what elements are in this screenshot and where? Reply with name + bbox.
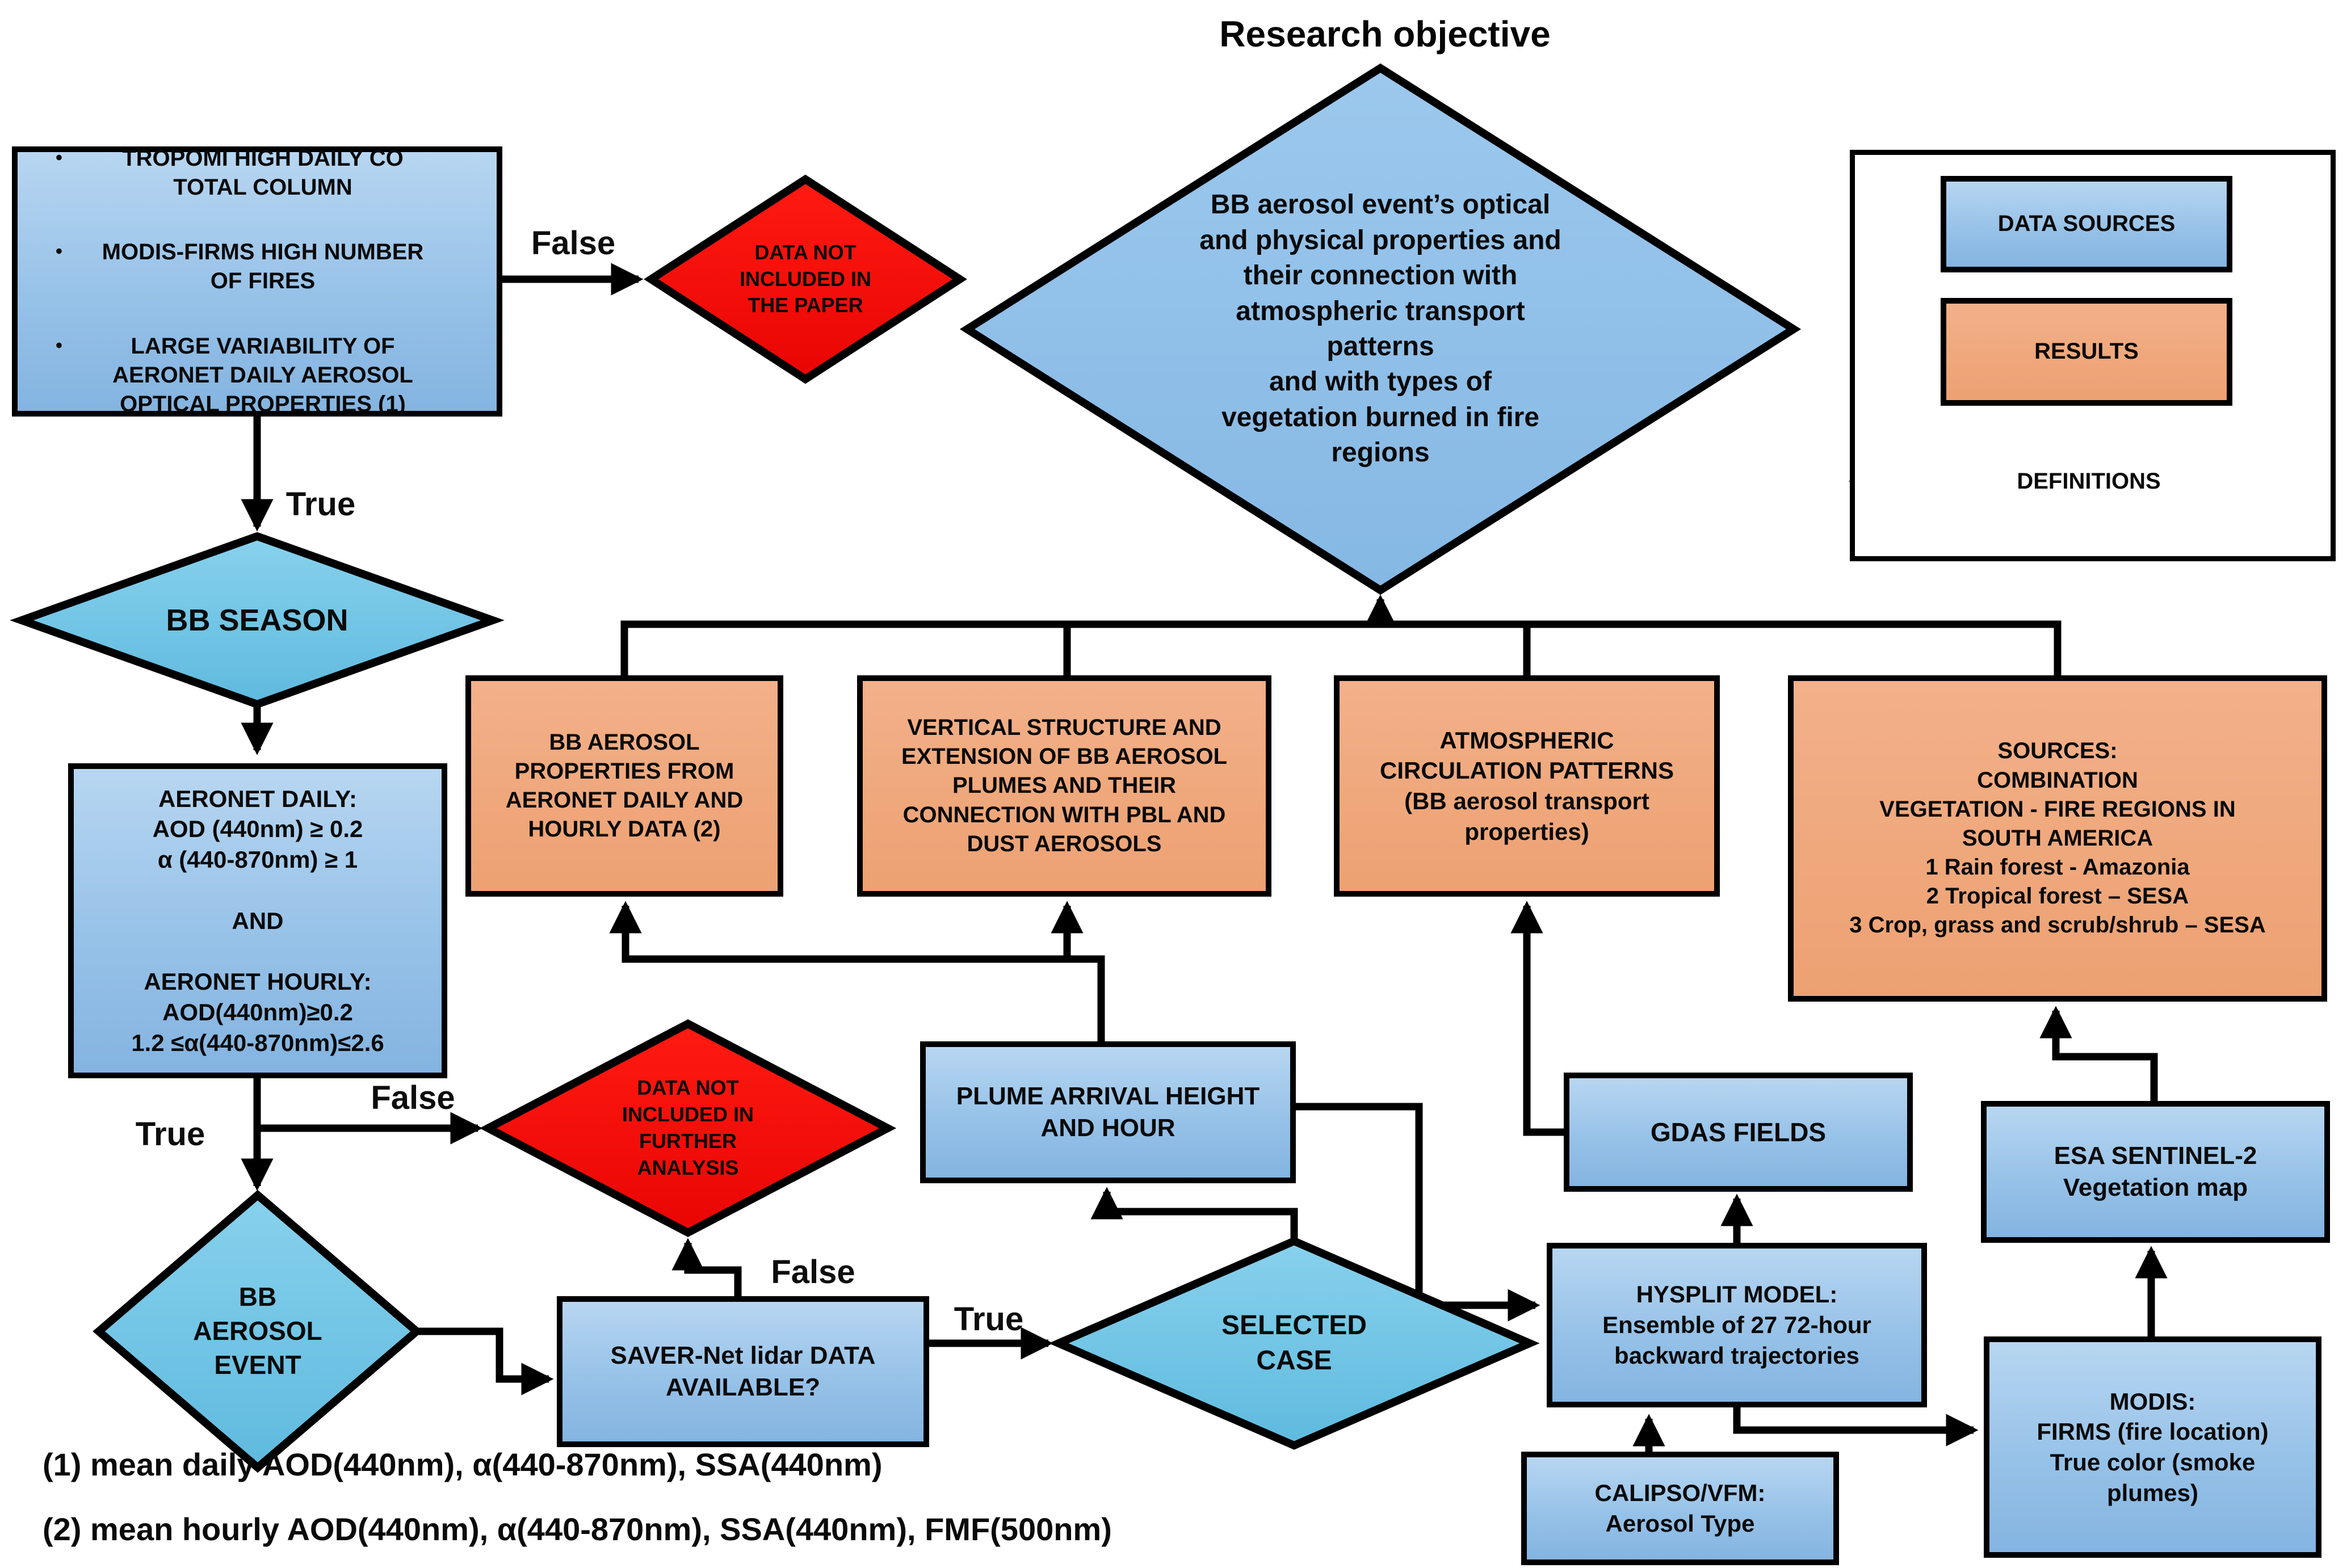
node-gdas-fields: GDAS FIELDS: [1564, 1073, 1913, 1192]
arrow-selected-to-plume: [1090, 1187, 1298, 1241]
arrow-hysplit-to-modis: [1733, 1406, 1979, 1447]
bbseason-diamond-shape: [10, 532, 505, 709]
node-plume-arrival: PLUME ARRIVAL HEIGHT AND HOUR: [920, 1041, 1296, 1183]
legend-definitions-label: DEFINITIONS: [2017, 469, 2161, 494]
node-criteria: •TROPOMI HIGH DAILY CO TOTAL COLUMN •MOD…: [12, 146, 502, 417]
node-esa-sentinel2: ESA SENTINEL-2 Vegetation map: [1981, 1101, 2330, 1243]
criteria-item: •TROPOMI HIGH DAILY CO TOTAL COLUMN: [33, 144, 481, 202]
node-bb-season: BB SEASON: [166, 603, 349, 637]
node-sources-vegetation: SOURCES: COMBINATION VEGETATION - FIRE R…: [1788, 675, 2327, 1002]
arrow-plume-to-bbprops: [609, 901, 1105, 1041]
research-diamond-shape: [959, 63, 1802, 595]
bullet-dot-icon: •: [56, 334, 62, 356]
node-vertical-structure: VERTICAL STRUCTURE AND EXTENSION OF BB A…: [857, 675, 1271, 897]
bbevent-diamond-shape: [93, 1189, 423, 1473]
label-true-aeronet: True: [135, 1115, 205, 1153]
node-savernet: SAVER-Net lidar DATA AVAILABLE?: [557, 1296, 929, 1447]
selected-diamond-shape: [1048, 1237, 1540, 1450]
arrow-plume-to-hysplit: [1296, 1103, 1540, 1322]
criteria-item: •MODIS-FIRMS HIGH NUMBER OF FIRES: [33, 238, 481, 296]
notpaper-diamond-shape: [644, 174, 967, 384]
node-not-included-further: DATA NOT INCLUDED IN FURTHER ANALYSIS: [622, 1076, 754, 1179]
arrow-gdas-to-atm: [1510, 901, 1565, 1136]
node-aeronet-thresholds: AERONET DAILY: AOD (440nm) ≥ 0.2 α (440-…: [68, 763, 447, 1078]
node-not-included-paper: DATA NOT INCLUDED IN THE PAPER: [740, 240, 871, 317]
footnote-2: (2) mean hourly AOD(440nm), α(440-870nm)…: [43, 1511, 1112, 1547]
bus-results: [620, 620, 2062, 676]
node-atmospheric-circulation: ATMOSPHERIC CIRCULATION PATTERNS (BB aer…: [1334, 675, 1720, 897]
arrow-esa-to-sources: [2039, 1006, 2158, 1101]
node-bb-aerosol-properties: BB AEROSOL PROPERTIES FROM AERONET DAILY…: [465, 675, 783, 897]
label-true-criteria: True: [286, 485, 356, 523]
notfurther-diamond-shape: [479, 1019, 897, 1237]
bullet-dot-icon: •: [56, 146, 62, 169]
label-true-savernet: True: [954, 1300, 1024, 1338]
node-hysplit-model: HYSPLIT MODEL: Ensemble of 27 72-hour ba…: [1547, 1243, 1927, 1407]
legend-results: RESULTS: [1941, 298, 2232, 406]
node-bb-aerosol-event: BB AEROSOL EVENT: [193, 1282, 322, 1380]
criteria-item: •LARGE VARIABILITY OF AERONET DAILY AERO…: [33, 332, 481, 419]
criteria-bullet-list: •TROPOMI HIGH DAILY CO TOTAL COLUMN •MOD…: [18, 111, 497, 451]
label-false-aeronet: False: [371, 1079, 455, 1116]
label-false-savernet: False: [771, 1253, 855, 1290]
page-title: Research objective: [1219, 14, 1551, 54]
label-false-criteria: False: [531, 224, 616, 262]
legend-data-sources: DATA SOURCES: [1941, 176, 2232, 272]
arrow-savernet-false-to-notfurther: [671, 1238, 742, 1296]
bullet-dot-icon: •: [56, 241, 62, 263]
node-modis-firms: MODIS: FIRMS (fire location) True color …: [1984, 1336, 2321, 1558]
arrow-bbevent-to-savernet: [417, 1327, 554, 1395]
node-selected-case: SELECTED CASE: [1221, 1310, 1367, 1376]
node-calipso-vfm: CALIPSO/VFM: Aerosol Type: [1521, 1452, 1839, 1565]
footnote-1: (1) mean daily AOD(440nm), α(440-870nm),…: [43, 1447, 883, 1482]
node-research-objective: BB aerosol event’s optical and physical …: [1199, 190, 1561, 468]
